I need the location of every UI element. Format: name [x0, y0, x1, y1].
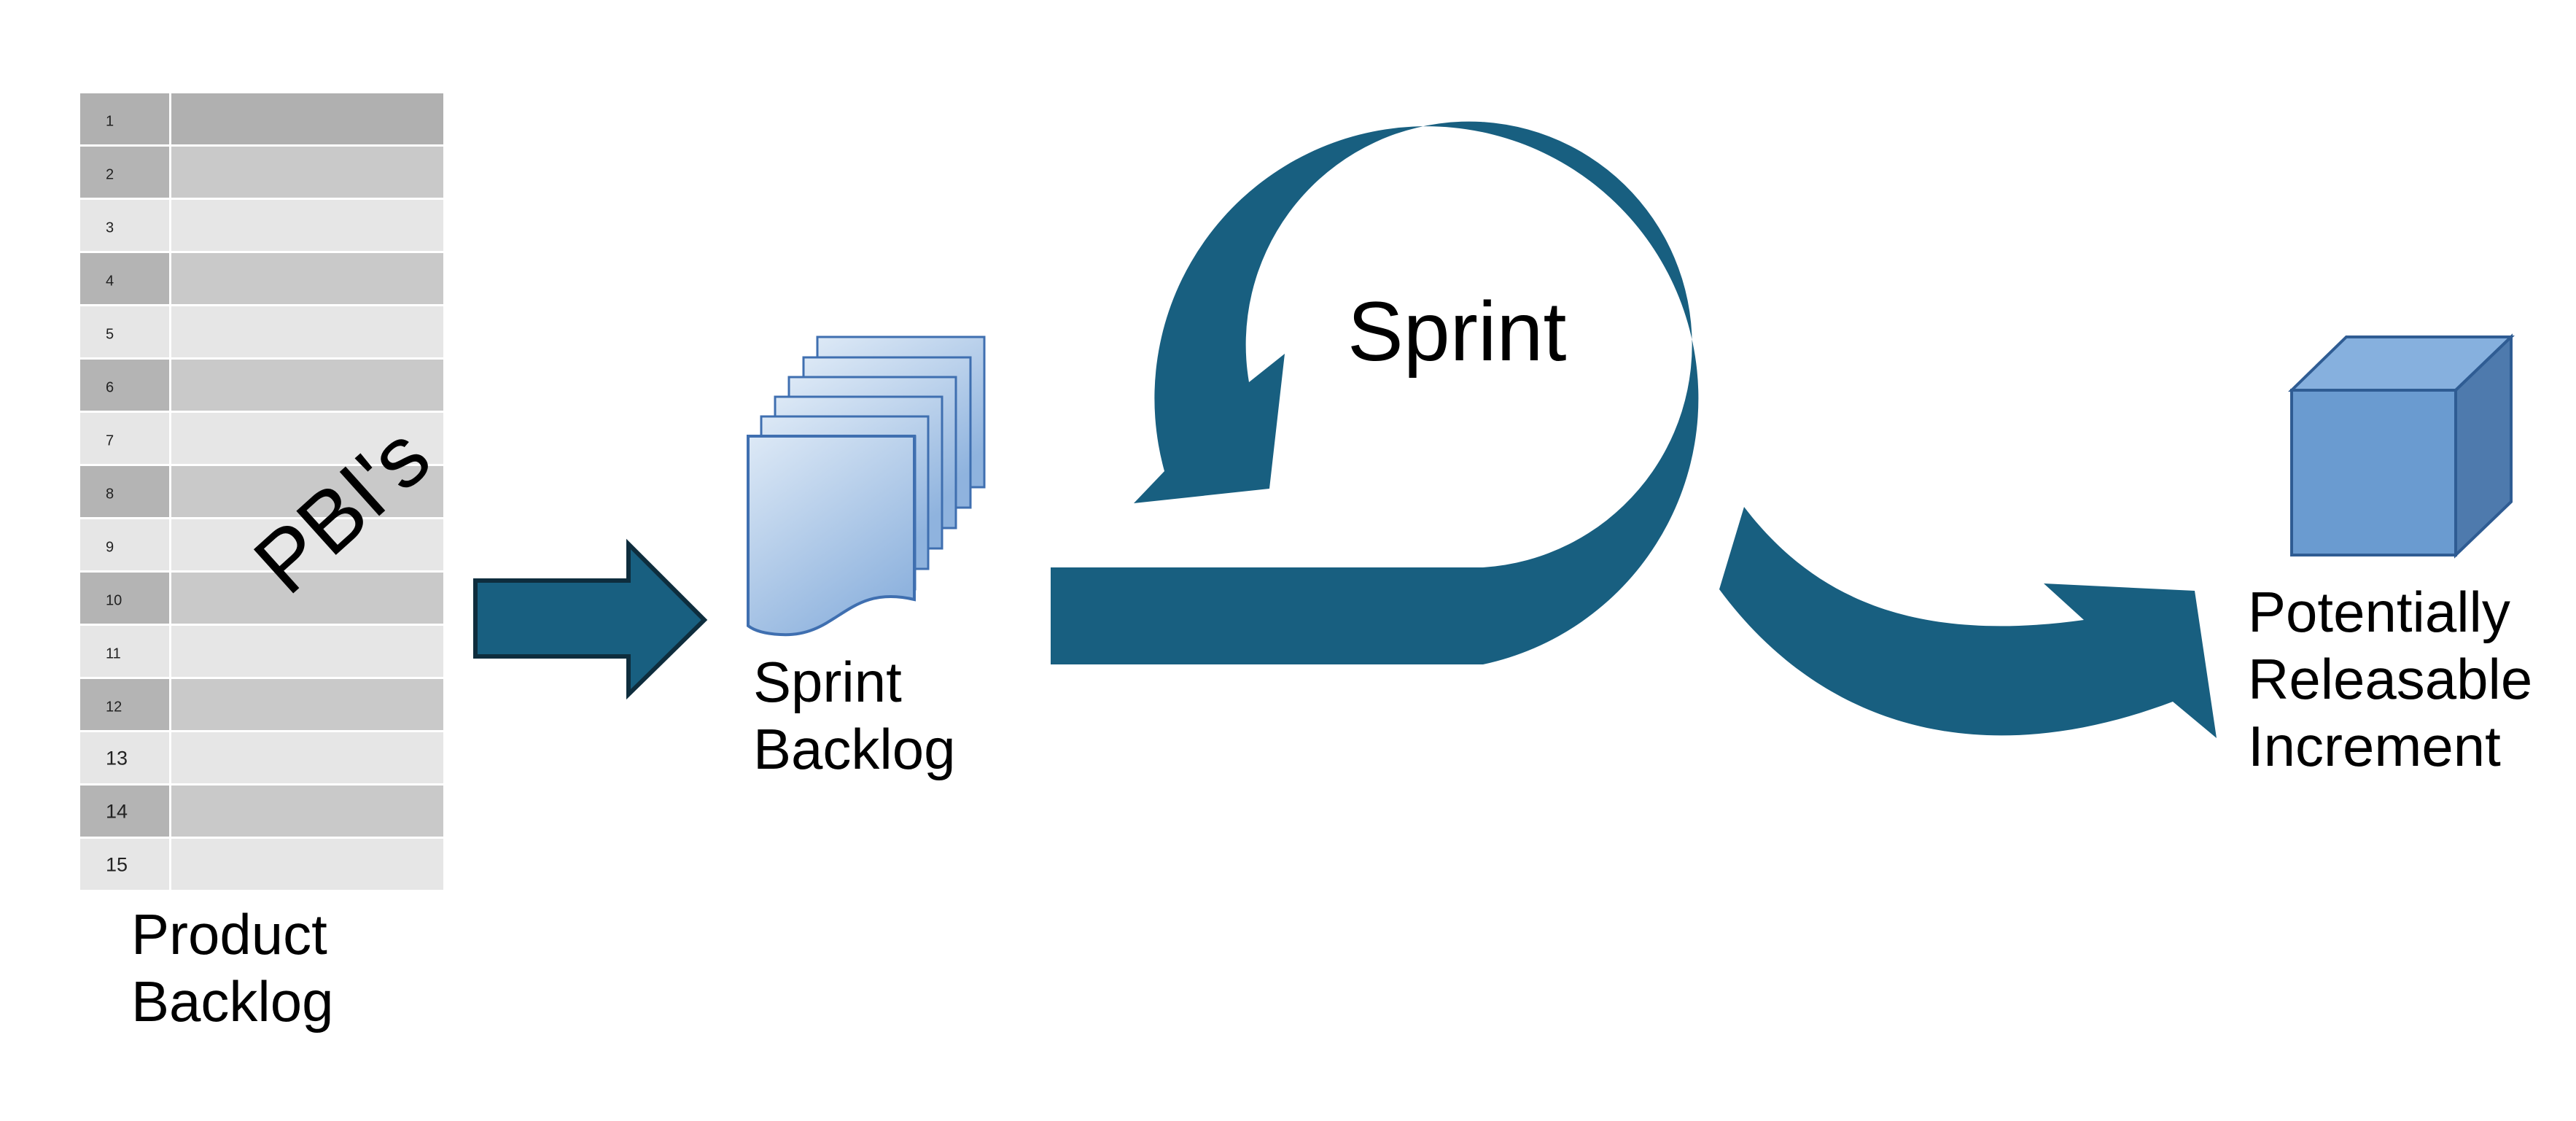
- backlog-row-number: 12: [106, 699, 122, 715]
- backlog-row: 10: [80, 573, 443, 624]
- backlog-row-body-cell: [171, 732, 443, 783]
- sprint-loop-arrow-icon: [1051, 121, 1699, 665]
- backlog-row-body-cell: [171, 626, 443, 677]
- increment-label-line1: Potentially: [2248, 580, 2510, 644]
- backlog-row-number-cell: [80, 253, 169, 304]
- sprint-backlog-label-line2: Backlog: [753, 717, 956, 781]
- sprint-backlog-pages-icon: [747, 335, 986, 637]
- backlog-row-body-cell: [171, 466, 443, 517]
- increment-cube-icon: [2288, 333, 2515, 559]
- backlog-row-number: 9: [106, 540, 114, 556]
- backlog-row-number: 15: [106, 854, 128, 876]
- right-arrow-icon: [473, 538, 708, 700]
- backlog-row: 15: [80, 839, 443, 890]
- backlog-row: 11: [80, 626, 443, 677]
- product-backlog-label-line2: Backlog: [131, 969, 334, 1033]
- sprint-label: Sprint: [1347, 285, 1566, 379]
- backlog-row-body-cell: [171, 573, 443, 624]
- backlog-row: 9: [80, 519, 443, 570]
- backlog-row: 7: [80, 413, 443, 464]
- backlog-row-number: 2: [106, 167, 114, 183]
- backlog-row-body-cell: [171, 360, 443, 411]
- backlog-row: 8: [80, 466, 443, 517]
- backlog-row-number-cell: [80, 466, 169, 517]
- backlog-row-number-cell: [80, 413, 169, 464]
- backlog-row: 13: [80, 732, 443, 783]
- backlog-row-number: 6: [106, 380, 114, 396]
- backlog-row-body-cell: [171, 93, 443, 144]
- backlog-row-body-cell: [171, 839, 443, 890]
- curved-arrow-to-increment-icon: [1719, 507, 2217, 738]
- backlog-row: 6: [80, 360, 443, 411]
- backlog-row-body-cell: [171, 253, 443, 304]
- backlog-row: 2: [80, 147, 443, 198]
- backlog-row-body-cell: [171, 413, 443, 464]
- backlog-row-body-cell: [171, 147, 443, 198]
- backlog-row: 14: [80, 786, 443, 837]
- backlog-row-body-cell: [171, 200, 443, 251]
- backlog-row-number-cell: [80, 93, 169, 144]
- backlog-row-number: 8: [106, 486, 114, 503]
- backlog-row-number-cell: [80, 732, 169, 783]
- backlog-row-number-cell: [80, 573, 169, 624]
- backlog-row-number-cell: [80, 360, 169, 411]
- backlog-row: 1: [80, 93, 443, 144]
- sprint-backlog-label-line1: Sprint: [753, 650, 902, 714]
- backlog-row: 3: [80, 200, 443, 251]
- backlog-row-number-cell: [80, 200, 169, 251]
- backlog-row-number: 5: [106, 327, 114, 343]
- backlog-row-number: 13: [106, 748, 128, 769]
- backlog-row-number: 3: [106, 220, 114, 236]
- backlog-row-number-cell: [80, 626, 169, 677]
- backlog-row-number-cell: [80, 306, 169, 357]
- backlog-row: 4: [80, 253, 443, 304]
- backlog-row-number-cell: [80, 519, 169, 570]
- increment-label-line2: Releasable: [2248, 647, 2532, 711]
- backlog-row-number-cell: [80, 147, 169, 198]
- backlog-row: 5: [80, 306, 443, 357]
- backlog-row-body-cell: [171, 306, 443, 357]
- backlog-row-number: 1: [106, 114, 114, 130]
- backlog-row-number: 11: [106, 646, 121, 662]
- backlog-row-number: 10: [106, 593, 122, 609]
- backlog-row: 12: [80, 679, 443, 730]
- backlog-row-body-cell: [171, 519, 443, 570]
- backlog-row-number-cell: [80, 679, 169, 730]
- increment-label-line3: Increment: [2248, 714, 2501, 778]
- backlog-row-number: 14: [106, 801, 128, 823]
- backlog-row-number: 4: [106, 274, 114, 290]
- backlog-row-body-cell: [171, 786, 443, 837]
- backlog-row-number-cell: [80, 839, 169, 890]
- backlog-row-number: 7: [106, 433, 114, 449]
- backlog-row-body-cell: [171, 679, 443, 730]
- backlog-row-number-cell: [80, 786, 169, 837]
- product-backlog-label-line1: Product: [131, 902, 327, 966]
